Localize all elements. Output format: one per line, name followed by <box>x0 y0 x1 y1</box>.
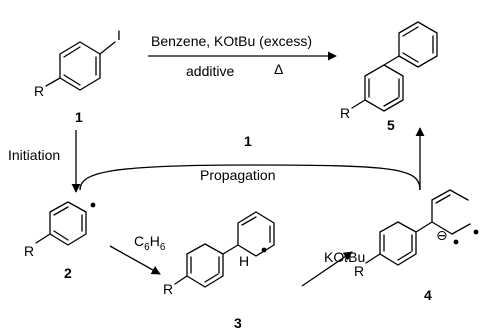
anion-charge-symbol: ⊖ <box>436 227 448 243</box>
r-group-label: R <box>163 281 173 297</box>
radical-dot <box>473 229 479 235</box>
r-group-label: R <box>340 105 350 121</box>
compound-3-label: 3 <box>234 315 242 331</box>
r-group-label: R <box>354 263 364 279</box>
initiation-label: Initiation <box>8 147 60 163</box>
hydrogen-atom: H <box>239 253 249 269</box>
compound-1-label: 1 <box>75 109 83 125</box>
r-group-label: R <box>34 83 44 99</box>
heat-symbol: Δ <box>274 61 283 77</box>
radical-dot <box>453 239 459 245</box>
propagation-label: Propagation <box>200 167 276 183</box>
compound-2-label: 2 <box>64 265 72 281</box>
propagation-reagent-label: 1 <box>244 133 252 149</box>
additive-label: additive <box>186 63 234 79</box>
top-reagents-label: Benzene, KOtBu (excess) <box>151 33 312 49</box>
iodine-atom: I <box>117 27 121 43</box>
compound-4-structure: ⊖ R <box>354 189 479 279</box>
compound-2-structure: R <box>24 201 96 259</box>
compound-3-structure: H R <box>163 211 275 297</box>
kotbu-label: KOtBu <box>324 249 365 265</box>
benzene-addition-arrow <box>109 245 161 275</box>
radical-dot <box>90 202 96 208</box>
compound-1-structure: I R <box>34 27 121 99</box>
compound-4-label: 4 <box>424 287 432 303</box>
benzene-label: C6H6 <box>134 233 166 253</box>
r-group-label: R <box>24 243 34 259</box>
deprotonation-arrow <box>301 251 353 287</box>
radical-dot <box>261 247 267 253</box>
propagation-arc <box>79 164 421 191</box>
compound-5-label: 5 <box>387 117 395 133</box>
compound-5-structure: R <box>340 21 438 121</box>
